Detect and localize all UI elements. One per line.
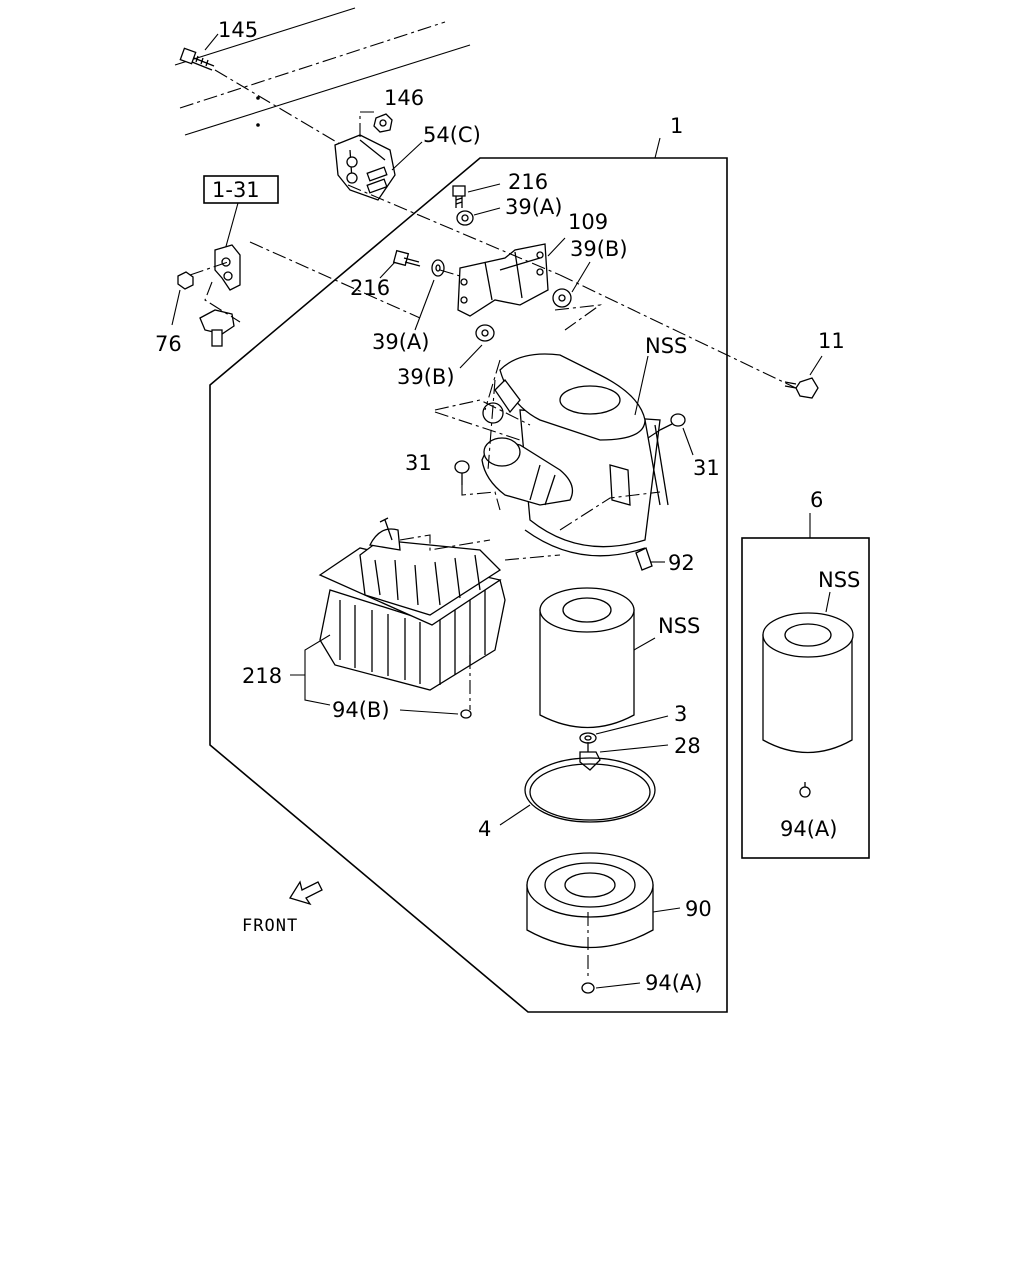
washer-3-icon: [579, 732, 597, 744]
callout-54c: 54(C): [423, 123, 481, 147]
callout-1: 1: [670, 114, 683, 138]
callout-39a-bottom: 39(A): [372, 330, 429, 354]
front-label: FRONT: [242, 916, 298, 936]
fastener-94a-bottom-icon: [581, 955, 595, 994]
washer-39a-mid-icon: [431, 259, 445, 277]
dust-box-218-icon: [318, 517, 506, 691]
wing-nut-28-icon: [579, 742, 601, 771]
callout-145: 145: [218, 18, 258, 42]
screw-31-right-icon: [644, 413, 686, 441]
inset-box: [741, 537, 870, 859]
bracket-109-icon: [457, 243, 549, 317]
washer-39a-top-icon: [456, 210, 474, 226]
callout-11: 11: [818, 329, 845, 353]
callout-216-top: 216: [508, 170, 548, 194]
washer-39b-bottom-icon: [475, 324, 495, 342]
cover-90-icon: [526, 852, 654, 950]
filter-element-icon: [539, 587, 635, 729]
callout-90: 90: [685, 897, 712, 921]
callout-4: 4: [478, 817, 491, 841]
bracket-54c-icon: [334, 134, 396, 201]
callout-28: 28: [674, 734, 701, 758]
callout-31-right: 31: [693, 456, 720, 480]
callout-216-mid: 216: [350, 276, 390, 300]
callout-94a-bottom: 94(A): [645, 971, 702, 995]
callout-94b: 94(B): [332, 698, 390, 722]
callout-nss-inset: NSS: [818, 568, 860, 592]
bolt-216-mid-icon: [392, 249, 421, 267]
inset-filter-element-icon: [762, 612, 854, 754]
callout-39a-top: 39(A): [505, 195, 562, 219]
washer-39b-right-icon: [552, 288, 572, 308]
bracket-left-icon: [199, 244, 241, 347]
fastener-94a-inset-icon: [799, 782, 811, 798]
nut-146-icon: [359, 111, 393, 140]
air-cleaner-housing-icon: [434, 353, 669, 571]
callout-146: 146: [384, 86, 424, 110]
callout-218: 218: [242, 664, 282, 688]
bolt-145-icon: [179, 33, 219, 71]
fastener-94b-icon: [460, 709, 472, 719]
bolt-11-icon: [784, 377, 819, 399]
callout-3: 3: [674, 702, 687, 726]
assembly-outline: [209, 157, 728, 1013]
callout-76: 76: [155, 332, 182, 356]
callout-39b-bottom: 39(B): [397, 365, 455, 389]
callout-39b-top: 39(B): [570, 237, 628, 261]
bolt-216-top-icon: [452, 185, 466, 208]
callout-31-left: 31: [405, 451, 432, 475]
callout-92: 92: [668, 551, 695, 575]
callout-nss-element: NSS: [658, 614, 700, 638]
front-arrow-icon: [288, 880, 323, 906]
nut-76-icon: [177, 271, 194, 290]
callout-nss-housing: NSS: [645, 334, 687, 358]
reference-1-31: [203, 175, 279, 251]
callout-94a-inset: 94(A): [780, 817, 837, 841]
frame-rail: [174, 7, 471, 136]
callout-109: 109: [568, 210, 608, 234]
callout-6: 6: [810, 488, 823, 512]
callout-1-31: 1-31: [212, 178, 260, 202]
clamp-band-4-icon: [524, 757, 656, 823]
screw-31-left-icon: [454, 460, 501, 511]
